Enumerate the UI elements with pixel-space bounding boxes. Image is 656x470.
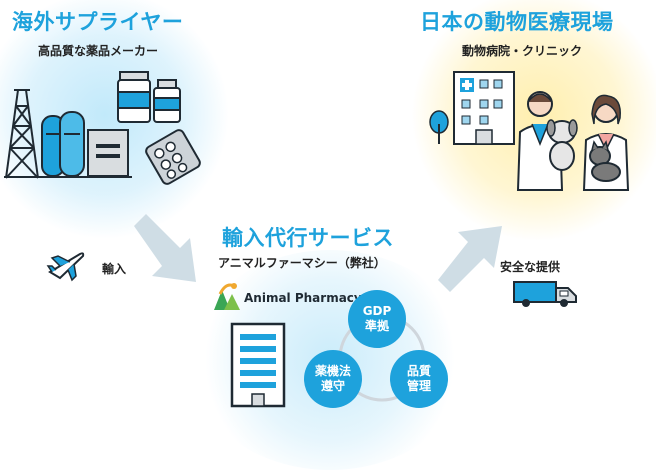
badge-quality-control: 品質 管理 — [390, 350, 448, 408]
airplane-icon — [46, 252, 85, 282]
medicine-bottle-icon — [117, 71, 181, 123]
logo-text: Animal Pharmacy — [244, 291, 362, 305]
supplier-subtitle: 高品質な薬品メーカー — [38, 44, 159, 58]
badge-pharma-law: 薬機法 遵守 — [304, 350, 362, 408]
badge-gdp: GDP 準拠 — [348, 290, 406, 348]
import-arrow — [134, 214, 196, 282]
import-label: 輸入 — [102, 262, 127, 276]
clinic-title: 日本の動物医療現場 — [420, 10, 614, 34]
supplier-title: 海外サプライヤー — [12, 10, 184, 34]
hospital-icon — [453, 71, 515, 145]
delivery-arrow — [438, 226, 502, 292]
service-subtitle: アニマルファーマシー（弊社） — [218, 256, 386, 270]
pill-pack-icon — [145, 129, 201, 185]
supplier-glow — [0, 0, 230, 240]
factory-icon — [4, 89, 132, 179]
service-title: 輸入代行サービス — [222, 226, 394, 250]
truck-icon — [513, 281, 577, 307]
clinic-subtitle: 動物病院・クリニック — [462, 44, 583, 58]
tree-icon — [429, 110, 449, 144]
clinic-glow — [408, 0, 656, 240]
veterinarian-icon — [516, 91, 630, 191]
logo-icon — [214, 283, 240, 310]
office-building-icon — [230, 322, 286, 408]
delivery-label: 安全な提供 — [500, 260, 561, 274]
